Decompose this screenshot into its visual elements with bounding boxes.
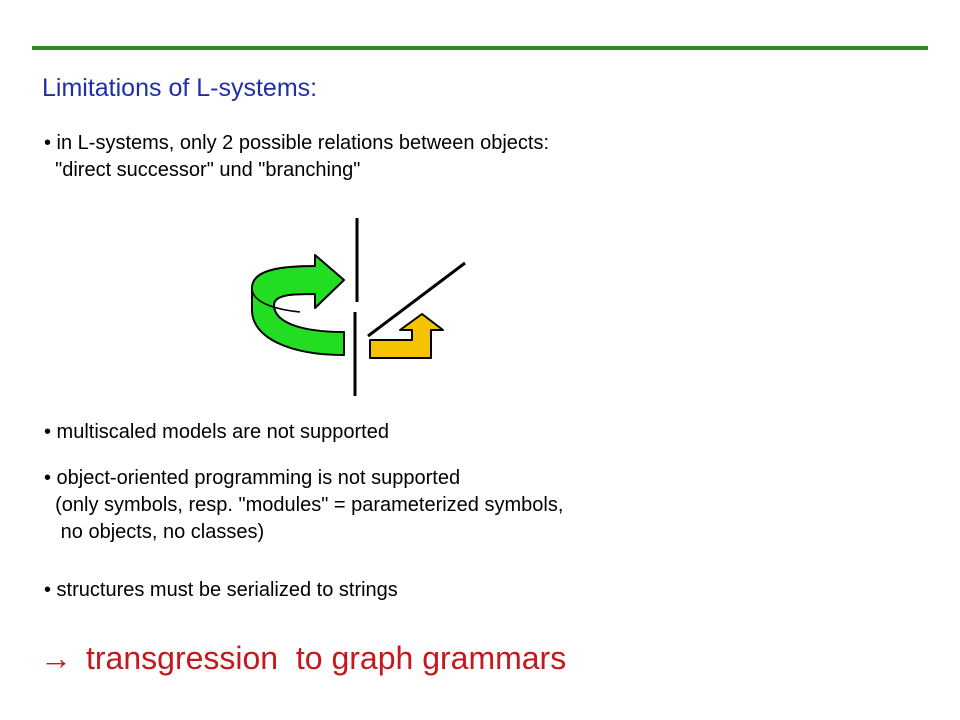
bent-arrow-icon bbox=[369, 313, 444, 359]
top-rule bbox=[32, 46, 928, 50]
conclusion: → transgression to graph grammars bbox=[40, 640, 566, 677]
curved-arrow-icon bbox=[251, 254, 345, 356]
conclusion-text: transgression to graph grammars bbox=[86, 640, 567, 676]
bullet-multiscale: • multiscaled models are not supported bbox=[44, 419, 389, 446]
slide-title: Limitations of L-systems: bbox=[42, 74, 318, 102]
bullet-line: no objects, no classes) bbox=[44, 521, 265, 543]
bullet-oop: • object-oriented programming is not sup… bbox=[44, 465, 563, 546]
relations-diagram bbox=[251, 218, 466, 396]
bullet-relations: • in L-systems, only 2 possible relation… bbox=[44, 130, 549, 184]
right-arrow-icon: → bbox=[40, 640, 72, 676]
bullet-line: (only symbols, resp. "modules" = paramet… bbox=[44, 494, 564, 516]
bullet-line: "direct successor" und "branching" bbox=[44, 159, 361, 181]
bullet-line: • object-oriented programming is not sup… bbox=[44, 467, 461, 489]
bullet-line: • in L-systems, only 2 possible relation… bbox=[44, 132, 550, 154]
branch-segment-line bbox=[367, 261, 466, 338]
bullet-line: • structures must be serialized to strin… bbox=[44, 579, 398, 601]
bullet-line: • multiscaled models are not supported bbox=[44, 421, 389, 443]
bullet-serialization: • structures must be serialized to strin… bbox=[44, 577, 398, 604]
